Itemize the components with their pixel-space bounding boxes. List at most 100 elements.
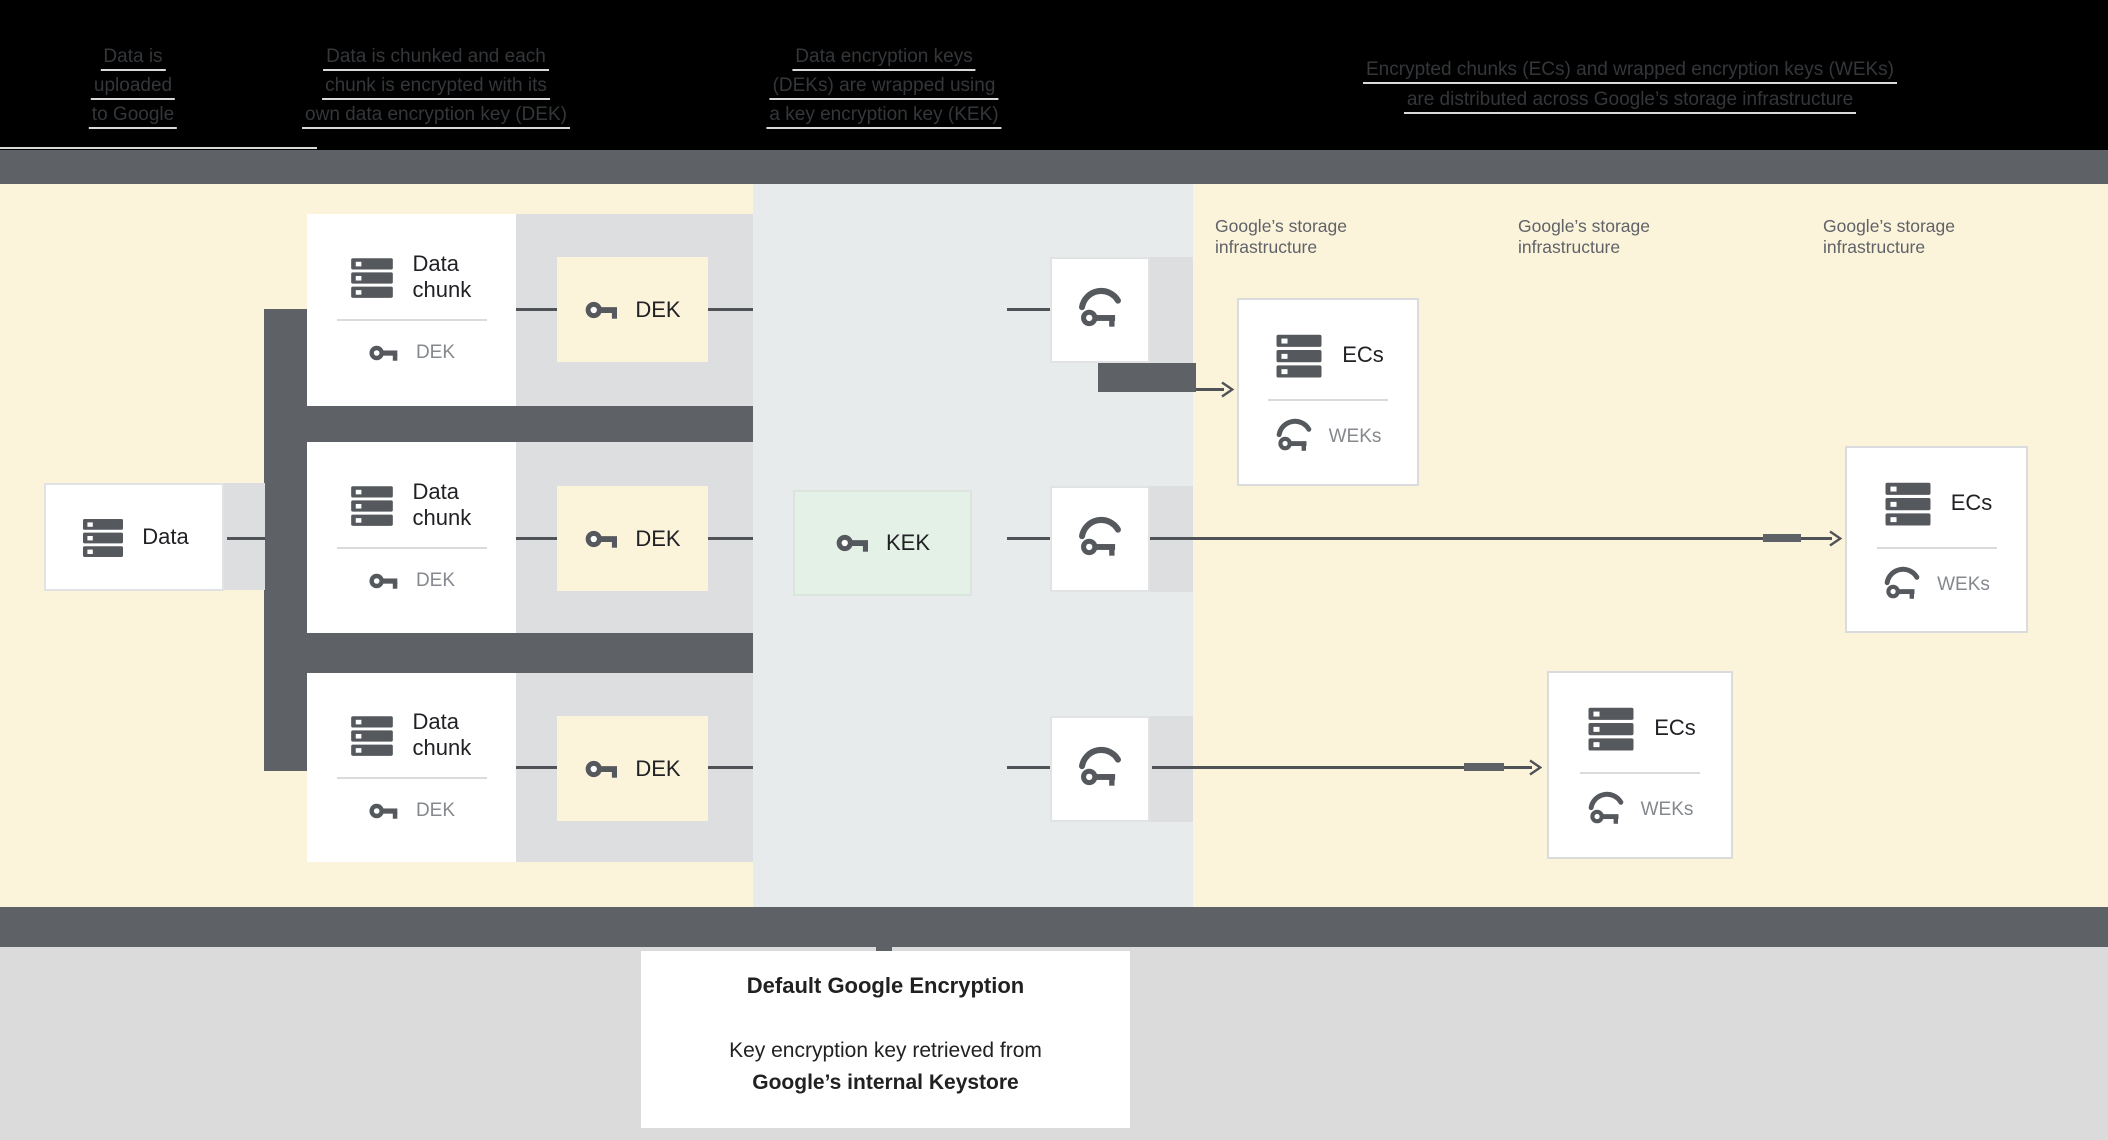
wrapped-key-icon [1275, 418, 1313, 456]
legend-text: to Google [88, 104, 178, 129]
arrow-head-icon [1220, 381, 1234, 398]
chunk-title: Data chunk [412, 478, 472, 530]
database-icon [1584, 701, 1638, 755]
key-icon [584, 292, 620, 328]
arrow-head-icon [1528, 759, 1542, 776]
ecs-divider [1268, 399, 1388, 401]
dek-label: DEK [635, 296, 681, 322]
connector-trunk [264, 309, 308, 771]
connector-line [1007, 308, 1050, 311]
connector-line [708, 537, 753, 540]
storage-header-line: Google’s storage [1518, 216, 1650, 236]
dek-label: DEK [635, 755, 681, 781]
connector-line [516, 308, 557, 311]
chunk-divider [336, 776, 487, 779]
caption-notch [876, 947, 892, 952]
storage-header-line: Google’s storage [1823, 216, 1955, 236]
legend-column-wrapping: Data encryption keys (DEKs) are wrapped … [766, 46, 1002, 133]
key-icon [368, 795, 400, 827]
wrapped-key-icon [1883, 566, 1921, 604]
legend-bottom-rule [0, 147, 317, 149]
database-icon [1881, 476, 1935, 530]
wrapped-key-icon [1587, 791, 1625, 829]
storage-header: Google’s storage infrastructure [1215, 216, 1347, 258]
key-icon [835, 525, 871, 561]
storage-header-line: infrastructure [1518, 237, 1621, 257]
arrow-highlight [1464, 763, 1504, 771]
legend-text: chunk is encrypted with its [322, 75, 550, 100]
dek-box: DEK [557, 257, 708, 362]
data-label: Data [142, 524, 189, 549]
connector-line [1007, 766, 1050, 769]
legend-column-chunking: Data is chunked and each chunk is encryp… [302, 46, 570, 133]
wrapped-key-box [1050, 257, 1150, 363]
data-connector-band [223, 483, 265, 590]
kek-box: KEK [793, 490, 972, 596]
legend-text: a key encryption key (KEK) [766, 104, 1002, 129]
weks-label: WEKs [1328, 426, 1382, 447]
dek-box: DEK [557, 716, 708, 821]
legend-text: Encrypted chunks (ECs) and wrapped encry… [1363, 59, 1897, 84]
wrapped-key-box [1050, 486, 1150, 592]
database-icon [347, 710, 397, 760]
connector-line [708, 766, 753, 769]
arrow-line [1196, 388, 1224, 391]
database-icon [79, 513, 127, 561]
kek-label: KEK [885, 530, 931, 555]
storage-header-line: infrastructure [1215, 237, 1318, 257]
connector-line [1007, 537, 1050, 540]
connector-branch-bar [264, 406, 753, 442]
legend-text: Data encryption keys [792, 46, 976, 71]
ecs-divider [1876, 546, 1997, 549]
connector-line [227, 537, 265, 540]
caption-title: Default Google Encryption [746, 973, 1025, 998]
storage-header-line: Google’s storage [1215, 216, 1347, 236]
connector-line [516, 766, 557, 769]
ecs-title: ECs [1654, 715, 1696, 740]
chunk-divider [336, 319, 487, 321]
connector-line [708, 308, 753, 311]
chunk-key-label: DEK [415, 799, 456, 821]
caption-line: Key encryption key retrieved from [729, 1039, 1042, 1062]
arrow-line [1152, 766, 1532, 769]
database-icon [347, 252, 397, 302]
storage-header-line: infrastructure [1823, 237, 1926, 257]
top-separator-bar [0, 150, 2108, 184]
caption-box: Default Google Encryption Key encryption… [641, 951, 1130, 1128]
legend-text: are distributed across Google’s storage … [1403, 89, 1857, 114]
chunk-title: Data chunk [412, 708, 472, 760]
key-icon [368, 565, 400, 597]
chunk-title: Data chunk [412, 251, 472, 302]
arrow-line [1150, 537, 1832, 540]
dek-box: DEK [557, 486, 708, 591]
ecs-box: ECs WEKs [1237, 298, 1419, 486]
weks-label: WEKs [1937, 573, 1990, 595]
wrapped-key-icon [1077, 746, 1123, 792]
wrapped-key-icon [1077, 287, 1123, 333]
legend-band: Data is uploaded to Google Data is chunk… [0, 0, 2108, 150]
wrapped-key-box [1050, 716, 1150, 822]
arrow-highlight [1098, 363, 1196, 392]
database-icon [1272, 328, 1326, 382]
storage-header: Google’s storage infrastructure [1518, 216, 1650, 258]
legend-text: Data is [100, 46, 166, 71]
caption-line: Google’s internal Keystore [752, 1071, 1019, 1094]
key-icon [368, 337, 400, 369]
chunk-key-label: DEK [415, 342, 456, 363]
ecs-box: ECs WEKs [1547, 671, 1733, 859]
database-icon [347, 480, 397, 530]
legend-text: uploaded [90, 75, 176, 100]
dek-label: DEK [635, 525, 681, 551]
connector-branch-bar [264, 633, 753, 673]
data-chunk-box: Data chunk DEK [307, 442, 516, 633]
weks-label: WEKs [1640, 799, 1694, 820]
data-chunk-box: Data chunk DEK [307, 214, 516, 406]
wrapped-key-band [1150, 257, 1193, 363]
bottom-separator-bar [0, 907, 2108, 947]
legend-text: (DEKs) are wrapped using [769, 75, 999, 100]
legend-column-upload: Data is uploaded to Google [88, 46, 178, 133]
chunk-key-label: DEK [415, 569, 456, 591]
legend-text: own data encryption key (DEK) [302, 104, 570, 129]
key-icon [584, 521, 620, 557]
